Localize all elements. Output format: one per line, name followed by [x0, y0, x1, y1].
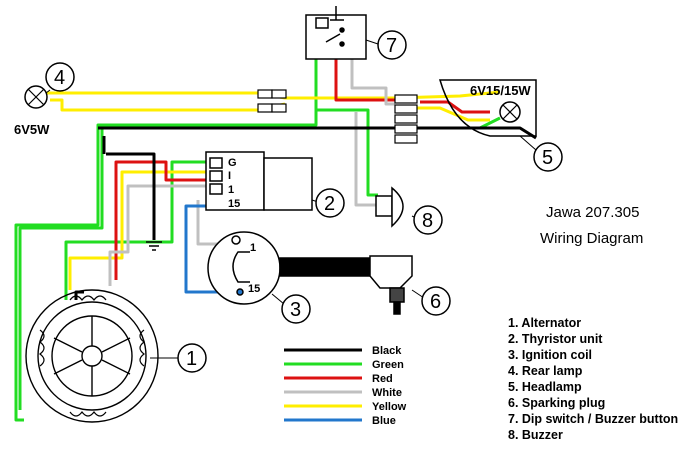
callout-1-label: 1 [186, 348, 197, 370]
callouts: 4 7 5 2 8 3 6 [45, 30, 563, 373]
wire-red-head [420, 100, 490, 114]
connector-rear-1 [257, 89, 273, 99]
wire-green-buzzer [314, 60, 378, 197]
wire-yellow-rear [46, 90, 501, 100]
ground-symbol [146, 241, 162, 251]
wire-white-buzzer [354, 112, 376, 207]
wire-green-headlamp [18, 116, 501, 410]
component-item: 2. Thyristor unit [508, 332, 603, 346]
component-item: 5. Headlamp [508, 380, 582, 394]
connector-rear-2 [271, 89, 287, 99]
ignition-coil [207, 231, 371, 305]
unit-terminal-1: 1 [228, 184, 234, 196]
wire-green-unit [64, 160, 206, 300]
connector-rear-3 [257, 103, 273, 113]
callout-2-label: 2 [324, 193, 335, 215]
callout-6: 6 [411, 286, 451, 316]
legend-yellow: Yellow [372, 401, 407, 413]
rear-lamp [24, 85, 48, 109]
thyristor-unit [205, 151, 313, 211]
wire-white-unit [108, 184, 206, 286]
wire-white-switch [350, 56, 395, 106]
callout-8-label: 8 [422, 210, 433, 232]
coil-terminal-1: 1 [250, 242, 256, 254]
component-item: 3. Ignition coil [508, 348, 592, 362]
component-item: 4. Rear lamp [508, 364, 583, 378]
spark-plug [369, 255, 413, 315]
unit-terminal-15: 15 [228, 198, 240, 210]
legend-black: Black [372, 345, 402, 357]
wire-black-ground [106, 152, 156, 240]
callout-5-label: 5 [542, 147, 553, 169]
headlamp [438, 79, 537, 137]
wire-red-unit [114, 160, 206, 280]
alternator [25, 289, 159, 423]
legend-red: Red [372, 373, 393, 385]
callout-4-label: 4 [54, 67, 65, 89]
callout-3-label: 3 [290, 299, 301, 321]
connector-head-1 [394, 94, 418, 104]
callout-8: 8 [411, 205, 443, 235]
component-item: 8. Buzzer [508, 428, 563, 442]
wire-red-switch [334, 56, 395, 102]
wire-yellow-unit [68, 170, 206, 290]
callout-4: 4 [45, 62, 75, 94]
connectors [257, 89, 418, 144]
connector-head-4 [394, 124, 418, 134]
component-item: 1. Alternator [508, 316, 581, 330]
wire-blue-coil [184, 204, 240, 294]
rear-lamp-rating: 6V5W [14, 122, 50, 137]
component-item: 7. Dip switch / Buzzer button [508, 412, 678, 426]
callout-1: 1 [150, 343, 207, 373]
callout-7: 7 [365, 30, 407, 60]
unit-terminal-g: G [228, 157, 237, 169]
callout-6-label: 6 [430, 291, 441, 313]
legend-green: Green [372, 359, 404, 371]
coil-terminal-15: 15 [248, 283, 260, 295]
connector-head-2 [394, 104, 418, 114]
connector-head-5 [394, 134, 418, 144]
callout-2: 2 [311, 188, 345, 218]
callout-5: 5 [519, 135, 563, 172]
component-list: 1. Alternator 2. Thyristor unit 3. Ignit… [508, 316, 678, 442]
unit-terminal-i: I [228, 170, 231, 182]
model-title: Jawa 207.305 [546, 204, 639, 221]
wire-legend: Black Green Red White Yellow Blue [284, 345, 407, 427]
legend-blue: Blue [372, 415, 396, 427]
connector-rear-4 [271, 103, 287, 113]
connector-head-3 [394, 114, 418, 124]
legend-white: White [372, 387, 402, 399]
wire-yellow-rear-2 [50, 98, 286, 112]
component-item: 6. Sparking plug [508, 396, 605, 410]
buzzer [375, 186, 404, 228]
callout-7-label: 7 [386, 35, 397, 57]
wire-black-main [98, 126, 537, 140]
diagram-subtitle: Wiring Diagram [540, 230, 643, 247]
dip-switch [305, 6, 367, 60]
headlamp-rating: 6V15/15W [470, 83, 531, 98]
callout-3: 3 [271, 293, 311, 324]
